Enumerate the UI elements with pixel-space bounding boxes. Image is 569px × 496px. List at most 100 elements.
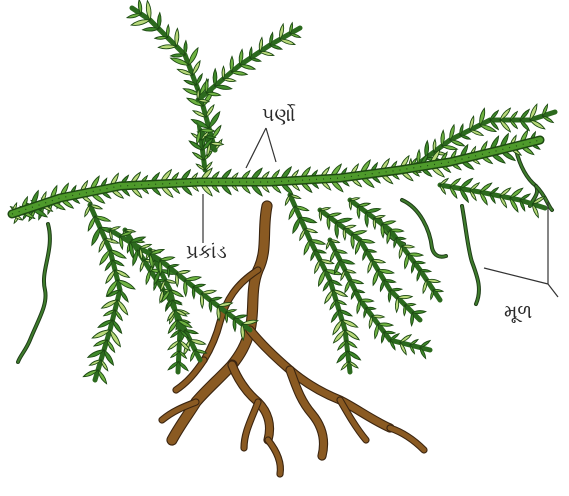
thin-root xyxy=(462,206,479,304)
leaf xyxy=(336,218,352,222)
leaf xyxy=(374,215,385,218)
leaf xyxy=(192,287,195,299)
leaf xyxy=(293,218,300,234)
leaf xyxy=(470,130,483,135)
leaf xyxy=(325,290,333,303)
leaf xyxy=(270,45,282,49)
leaf xyxy=(405,303,416,305)
leaf xyxy=(369,316,372,328)
leaf xyxy=(113,320,122,333)
leaf xyxy=(120,290,128,302)
leaf xyxy=(202,290,216,294)
leaf xyxy=(131,20,150,26)
label-stem: પ્રકાંડ xyxy=(186,243,227,262)
leaf xyxy=(395,298,398,313)
leaf xyxy=(197,89,199,100)
leaf xyxy=(143,27,159,31)
leaf xyxy=(460,178,473,188)
leaf xyxy=(205,79,208,93)
leaf xyxy=(196,74,202,85)
branch-axis xyxy=(198,28,300,100)
leaf xyxy=(98,370,107,384)
leaf xyxy=(177,270,190,273)
leaf xyxy=(381,332,384,343)
leaf xyxy=(104,350,114,365)
leaf xyxy=(318,270,325,286)
leaf xyxy=(210,297,222,300)
leaf xyxy=(209,112,220,128)
leaf xyxy=(382,221,395,225)
branch-lower-right-d xyxy=(326,240,430,359)
branch-upper-left xyxy=(127,0,222,150)
leader-leaves-b xyxy=(266,128,276,162)
leaf xyxy=(411,262,414,273)
leaf xyxy=(323,280,330,291)
leaf xyxy=(175,273,178,286)
leader-roots-c xyxy=(548,284,558,297)
leaf xyxy=(240,65,255,70)
leaf xyxy=(218,303,232,307)
root-segment xyxy=(390,428,424,450)
leaf xyxy=(193,61,201,75)
leaf xyxy=(215,85,232,89)
label-leaves: પર્ણો xyxy=(262,106,295,125)
leaf xyxy=(331,310,339,322)
leaf xyxy=(290,34,301,38)
leaf xyxy=(330,250,335,261)
branch-upper-base xyxy=(189,129,223,170)
leaf xyxy=(185,277,201,281)
leaf xyxy=(404,254,408,269)
leaf xyxy=(423,280,427,293)
branch-right-lower xyxy=(440,178,545,217)
leaf xyxy=(374,324,378,339)
leaf xyxy=(223,78,236,81)
leaf xyxy=(285,195,290,205)
leaf xyxy=(357,300,361,313)
leaf xyxy=(328,213,341,216)
leaf xyxy=(175,28,179,46)
leaf xyxy=(140,260,144,271)
leaf xyxy=(88,216,95,231)
leaf xyxy=(250,58,261,61)
leaf xyxy=(289,206,295,219)
branch-upper-right xyxy=(197,23,301,103)
leaf xyxy=(417,270,420,281)
leaf xyxy=(230,56,234,72)
leaf xyxy=(193,284,205,287)
thin-root xyxy=(18,224,50,362)
leaf xyxy=(190,350,195,361)
leaf xyxy=(352,231,366,235)
root-segment xyxy=(268,440,280,474)
leaf xyxy=(530,120,545,129)
leader-leaves-a xyxy=(246,128,266,168)
leaf xyxy=(127,14,141,18)
leaf xyxy=(92,228,100,246)
leaf xyxy=(100,250,110,265)
leaf xyxy=(543,116,554,123)
leaf xyxy=(232,71,248,75)
leaf xyxy=(280,39,295,44)
leaf xyxy=(363,250,366,260)
leader-roots-b xyxy=(484,268,548,284)
leaf xyxy=(99,239,105,252)
leaf xyxy=(158,45,176,49)
leaf xyxy=(311,250,315,260)
leaf xyxy=(398,295,413,298)
leaf xyxy=(380,280,384,291)
leaf xyxy=(157,13,161,29)
leaf xyxy=(373,270,378,285)
leaf xyxy=(222,66,225,79)
leaf xyxy=(260,51,274,55)
leaf xyxy=(341,270,345,280)
leaf xyxy=(184,41,187,55)
leaf xyxy=(450,140,465,146)
label-roots: મૂળ xyxy=(504,303,532,322)
leaf xyxy=(368,260,372,273)
leaf xyxy=(300,229,305,241)
leaf xyxy=(234,315,247,318)
leaf xyxy=(358,203,370,206)
leaf xyxy=(344,225,356,228)
leaf xyxy=(355,240,360,254)
leaf xyxy=(510,188,523,198)
